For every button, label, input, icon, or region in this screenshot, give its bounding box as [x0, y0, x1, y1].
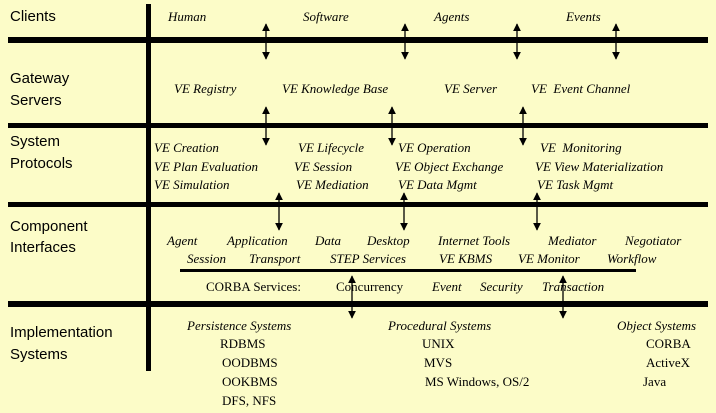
persistence-system-item: RDBMS: [220, 336, 266, 351]
gateway-item: VE Server: [444, 81, 498, 96]
protocol-item: VE Monitoring: [540, 140, 622, 155]
gateway-item: VE Knowledge Base: [282, 81, 389, 96]
procedural-system-item: MVS: [424, 355, 453, 370]
component-item: VE Monitor: [518, 251, 580, 266]
object-system-item: CORBA: [646, 336, 691, 351]
layer-label-components: Component: [10, 218, 88, 235]
component-item: VE KBMS: [439, 251, 493, 266]
protocol-item: VE Task Mgmt: [537, 177, 614, 192]
procedural-systems-title: Procedural Systems: [388, 318, 492, 333]
corba-service-item: Transaction: [542, 279, 605, 294]
layer-label-protocols: System: [10, 133, 61, 150]
protocol-item: VE Mediation: [296, 177, 369, 192]
divider-clients-gateway: [8, 37, 708, 43]
protocol-item: VE View Materialization: [535, 159, 664, 174]
client-item: Events: [566, 9, 601, 24]
client-item: Agents: [434, 9, 470, 24]
component-item: Agent: [167, 233, 198, 248]
protocol-item: VE Simulation: [154, 177, 230, 192]
corba-service-item: Concurrency: [336, 279, 404, 294]
persistence-system-item: DFS, NFS: [222, 393, 277, 408]
layer-label-clients: Clients: [10, 8, 56, 25]
persistence-system-item: OOKBMS: [222, 374, 278, 389]
protocol-item: VE Lifecycle: [298, 140, 365, 155]
component-item: Data: [315, 233, 341, 248]
object-system-item: ActiveX: [646, 355, 691, 370]
protocol-item: VE Operation: [398, 140, 471, 155]
divider-gateway-protocols: [8, 123, 708, 128]
component-item: Workflow: [607, 251, 657, 266]
persistence-system-item: OODBMS: [222, 355, 278, 370]
object-system-item: Java: [643, 374, 667, 389]
gateway-item: VE Event Channel: [531, 81, 631, 96]
component-item: Transport: [249, 251, 301, 266]
object-systems-title: Object Systems: [617, 318, 697, 333]
layer-label-implementation: Implementation: [10, 324, 113, 341]
protocol-item: VE Plan Evaluation: [154, 159, 258, 174]
divider-protocols-components: [8, 202, 708, 207]
corba-service-item: Event: [432, 279, 462, 294]
persistence-systems-title: Persistence Systems: [187, 318, 292, 333]
procedural-system-item: UNIX: [422, 336, 455, 351]
corba-services-label: CORBA Services:: [206, 279, 301, 294]
client-item: Software: [303, 9, 349, 24]
layer-label-components: Interfaces: [10, 239, 76, 256]
component-item: Negotiator: [625, 233, 682, 248]
client-item: Human: [168, 9, 207, 24]
protocol-item: VE Session: [294, 159, 353, 174]
corba-service-item: Security: [480, 279, 523, 294]
layer-label-gateway: Gateway: [10, 70, 70, 87]
layer-label-gateway: Servers: [10, 92, 62, 109]
component-item: Desktop: [367, 233, 410, 248]
divider-components-implementation: [8, 301, 708, 307]
layer-label-implementation: Systems: [10, 346, 68, 363]
vertical-divider: [146, 4, 151, 371]
corba-services-bar: [180, 269, 636, 272]
layer-label-protocols: Protocols: [10, 155, 73, 172]
gateway-item: VE Registry: [174, 81, 237, 96]
component-item: Application: [227, 233, 288, 248]
protocol-item: VE Object Exchange: [395, 159, 504, 174]
component-item: Internet Tools: [438, 233, 511, 248]
component-item: Mediator: [548, 233, 597, 248]
component-item: STEP Services: [330, 251, 406, 266]
component-item: Session: [187, 251, 226, 266]
protocol-item: VE Data Mgmt: [398, 177, 477, 192]
procedural-system-item: MS Windows, OS/2: [425, 374, 530, 389]
protocol-item: VE Creation: [154, 140, 219, 155]
